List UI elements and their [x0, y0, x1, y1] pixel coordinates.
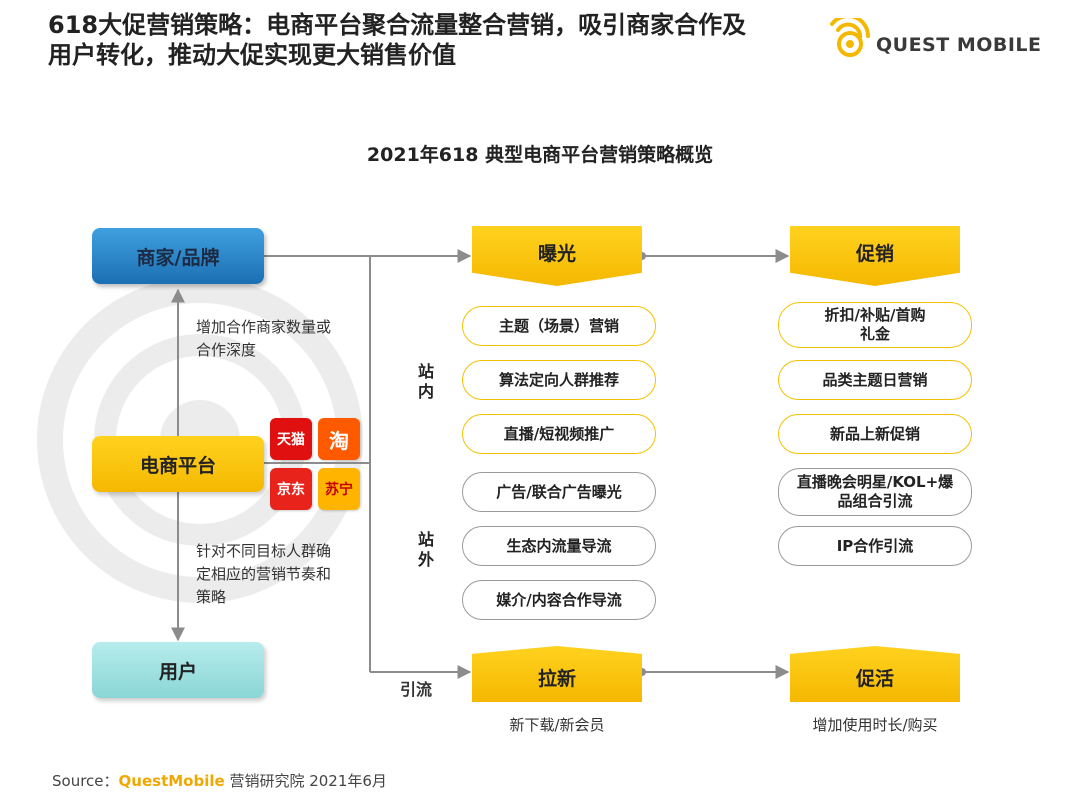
taobao-app-icon: 淘 [318, 418, 360, 460]
exposure-onsite-item: 主题（场景）营销 [462, 306, 656, 346]
promotion-item: IP合作引流 [778, 526, 972, 566]
exposure-offsite-item: 生态内流量导流 [462, 526, 656, 566]
merchant-brand-box: 商家/品牌 [92, 228, 264, 284]
promotion-item: 新品上新促销 [778, 414, 972, 454]
traffic-label: 引流 [400, 680, 433, 699]
exposure-onsite-item: 算法定向人群推荐 [462, 360, 656, 400]
page-title-line1: 618大促营销策略：电商平台聚合流量整合营销，吸引商家合作及 [48, 11, 747, 39]
promotion-item: 直播晚会明星/KOL+爆品组合引流 [778, 468, 972, 516]
offsite-label: 站外 [417, 530, 434, 569]
exposure-header: 曝光 [472, 226, 642, 286]
onsite-label: 站内 [417, 362, 434, 401]
source-rest: 营销研究院 2021年6月 [224, 772, 387, 790]
note-increase-merchants: 增加合作商家数量或合作深度 [196, 318, 332, 359]
note-target-groups: 针对不同目标人群确定相应的营销节奏和策略 [196, 542, 332, 606]
suning-app-icon: 苏宁 [318, 468, 360, 510]
exposure-onsite-item: 直播/短视频推广 [462, 414, 656, 454]
exposure-offsite-item: 媒介/内容合作导流 [462, 580, 656, 620]
activation-header: 促活 [790, 646, 960, 702]
exposure-offsite-item: 广告/联合广告曝光 [462, 472, 656, 512]
diagram-title: 2021年618 典型电商平台营销策略概览 [366, 144, 714, 166]
page-title-line2: 用户转化，推动大促实现更大销售价值 [48, 41, 456, 69]
promotion-header: 促销 [790, 226, 960, 286]
source-prefix: Source： [52, 772, 119, 790]
jd-app-icon: 京东 [270, 468, 312, 510]
user-box: 用户 [92, 642, 264, 698]
tmall-app-icon: 天猫 [270, 418, 312, 460]
questmobile-logo: QUEST MOBILE [824, 14, 1044, 58]
questmobile-logo-icon [830, 14, 870, 57]
page-title: 618大促营销策略：电商平台聚合流量整合营销，吸引商家合作及 用户转化，推动大促… [48, 10, 828, 70]
acquisition-header: 拉新 [472, 646, 642, 702]
logo-text: QUEST MOBILE [876, 34, 1042, 56]
source-note: Source：QuestMobile 营销研究院 2021年6月 [52, 770, 387, 791]
acquisition-caption: 新下载/新会员 [509, 716, 605, 734]
promotion-item: 折扣/补贴/首购礼金 [778, 302, 972, 348]
source-brand: QuestMobile [118, 772, 225, 790]
promotion-item: 品类主题日营销 [778, 360, 972, 400]
ecommerce-platform-box: 电商平台 [92, 436, 264, 492]
activation-caption: 增加使用时长/购买 [812, 716, 938, 734]
